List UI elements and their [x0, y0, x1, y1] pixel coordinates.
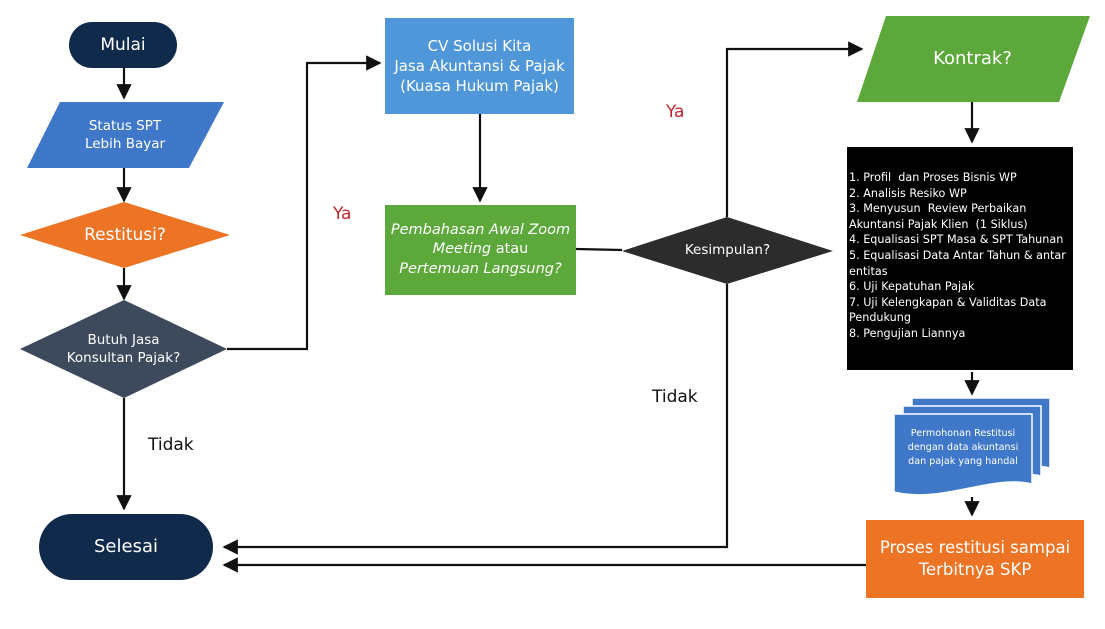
- proses-restitusi-process: [866, 520, 1084, 598]
- permohonan-label: Permohonan Restitusi dengan data akuntan…: [907, 428, 1019, 467]
- arrow-kesimpulan-selesai: [222, 284, 729, 555]
- pembahasan-label: Pembahasan Awal Zoom Meeting atau Pertem…: [390, 221, 571, 277]
- butuh-jasa-label: Butuh Jasa Konsultan Pajak?: [66, 331, 181, 366]
- step-item: 5. Equalisasi Data Antar Tahun & antar e…: [849, 248, 1070, 278]
- kontrak-parallelogram: [857, 16, 1090, 102]
- proses-restitusi-label: Proses restitusi sampai Terbitnya SKP: [879, 537, 1071, 579]
- start-terminal: [69, 22, 177, 68]
- step-item: 2. Analisis Resiko WP: [849, 186, 967, 200]
- permohonan-multidocument: [893, 397, 1051, 496]
- pembahasan-process: [385, 205, 576, 295]
- edge-label-tidak-kesimpulan: Tidak: [652, 387, 698, 407]
- connectors: [116, 41, 980, 573]
- kesimpulan-decision: [622, 217, 833, 284]
- steps-list: 1. Profil dan Proses Bisnis WP 2. Analis…: [849, 170, 1069, 342]
- step-item: 8. Pengujian Liannya: [849, 326, 966, 340]
- edge-label-tidak-butuh: Tidak: [148, 435, 194, 455]
- edge-label-ya-kesimpulan: Ya: [666, 102, 685, 122]
- kontrak-label: Kontrak?: [933, 47, 1012, 69]
- step-item: 4. Equalisasi SPT Masa & SPT Tahunan: [849, 233, 1064, 247]
- mulai-label: Mulai: [100, 34, 146, 55]
- step-item: 3. Menyusun Review Perbaikan Akuntansi P…: [849, 202, 1030, 231]
- arrow-kesimpulan-kontrak: [725, 41, 864, 217]
- status-spt-parallelogram: [27, 102, 224, 168]
- status-spt-label: Status SPT Lebih Bayar: [84, 117, 166, 152]
- edge-label-ya-butuh: Ya: [333, 204, 352, 224]
- selesai-label: Selesai: [94, 535, 158, 557]
- restitusi-label: Restitusi?: [84, 224, 166, 245]
- kesimpulan-label: Kesimpulan?: [684, 242, 771, 259]
- end-terminal: [39, 514, 213, 580]
- step-item: 7. Uji Kelengkapan & Validitas Data Pend…: [849, 295, 1051, 325]
- cv-solusi-label: CV Solusi Kita Jasa Akuntansi & Pajak (K…: [394, 36, 565, 96]
- line-pembahasan-kesimpulan: [575, 247, 623, 252]
- arrow-butuh-cv: [227, 55, 382, 351]
- step-item: 6. Uji Kepatuhan Pajak: [849, 280, 975, 294]
- restitusi-decision: [20, 202, 230, 268]
- step-item: 1. Profil dan Proses Bisnis WP: [849, 171, 1017, 184]
- butuh-jasa-decision: [20, 300, 227, 398]
- steps-box: [847, 147, 1073, 370]
- cv-solusi-process: [385, 18, 574, 114]
